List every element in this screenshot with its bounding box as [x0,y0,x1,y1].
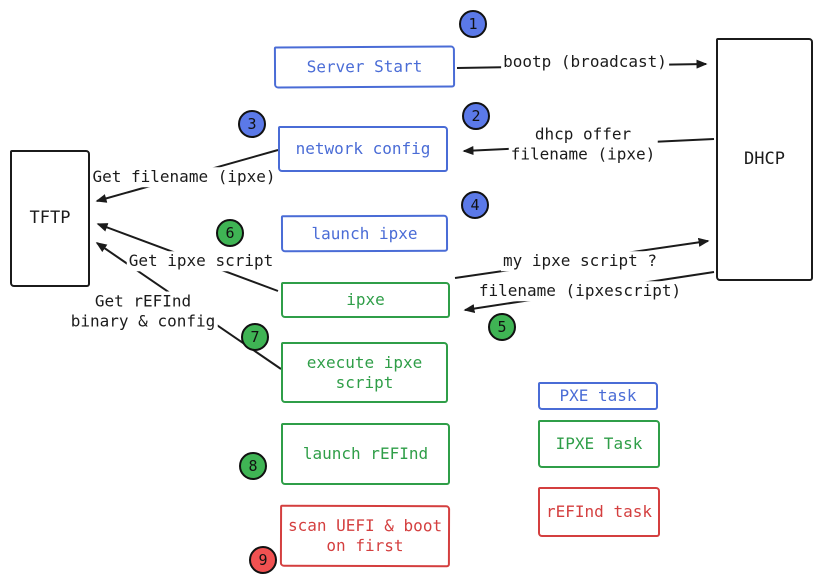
edge-label-my-ipxe-script: my ipxe script ? [500,251,660,271]
step-badge-2: 2 [462,102,490,130]
ipxe-node: ipxe [281,282,450,318]
server-start-label: Server Start [306,56,423,77]
dhcp-server-node: DHCP [716,38,813,281]
step-badge-3: 3 [238,110,266,138]
step-badge-8: 8 [239,452,267,480]
edge-label-get-refind: Get rEFInd binary & config [68,291,218,331]
edge-label-get-filename: Get filename (ipxe) [90,167,278,187]
legend-refind-task: rEFInd task [538,487,660,537]
step-badge-5: 5 [488,313,516,341]
tftp-label: TFTP [29,207,71,228]
network-config-label: network config [295,139,431,158]
step-badge-6: 6 [216,219,244,247]
step-badge-1: 1 [459,10,487,38]
dhcp-label: DHCP [744,148,785,169]
step-badge-7: 7 [241,323,269,351]
server-start-node: Server Start [273,45,456,89]
scan-uefi-node: scan UEFI & boot on first [279,504,451,568]
execute-ipxe-script-node: execute ipxe script [281,342,448,403]
legend-pxe-task-label: PXE task [559,386,637,405]
step-badge-9: 9 [249,546,277,574]
scan-uefi-label: scan UEFI & boot on first [287,515,443,556]
launch-refind-label: launch rEFInd [302,444,429,463]
execute-ipxe-script-label: execute ipxe script [306,352,423,392]
tftp-server-node: TFTP [10,150,90,287]
legend-ipxe-task: IPXE Task [538,420,660,468]
legend-pxe-task: PXE task [538,382,658,410]
edge-label-filename-ipxescript: filename (ipxescript) [476,281,684,301]
edge-label-bootp: bootp (broadcast) [501,52,669,72]
network-config-node: network config [278,126,448,172]
launch-refind-node: launch rEFInd [281,423,450,485]
step-badge-4: 4 [461,191,489,219]
legend-ipxe-task-label: IPXE Task [555,434,643,453]
launch-ipxe-label: launch ipxe [311,223,418,243]
edge-label-dhcp-offer: dhcp offer filename (ipxe) [508,124,658,164]
edge-label-get-ipxe-script: Get ipxe script [126,251,276,271]
legend-refind-task-label: rEFInd task [546,502,652,521]
launch-ipxe-node: launch ipxe [280,214,449,253]
ipxe-label: ipxe [346,290,385,309]
